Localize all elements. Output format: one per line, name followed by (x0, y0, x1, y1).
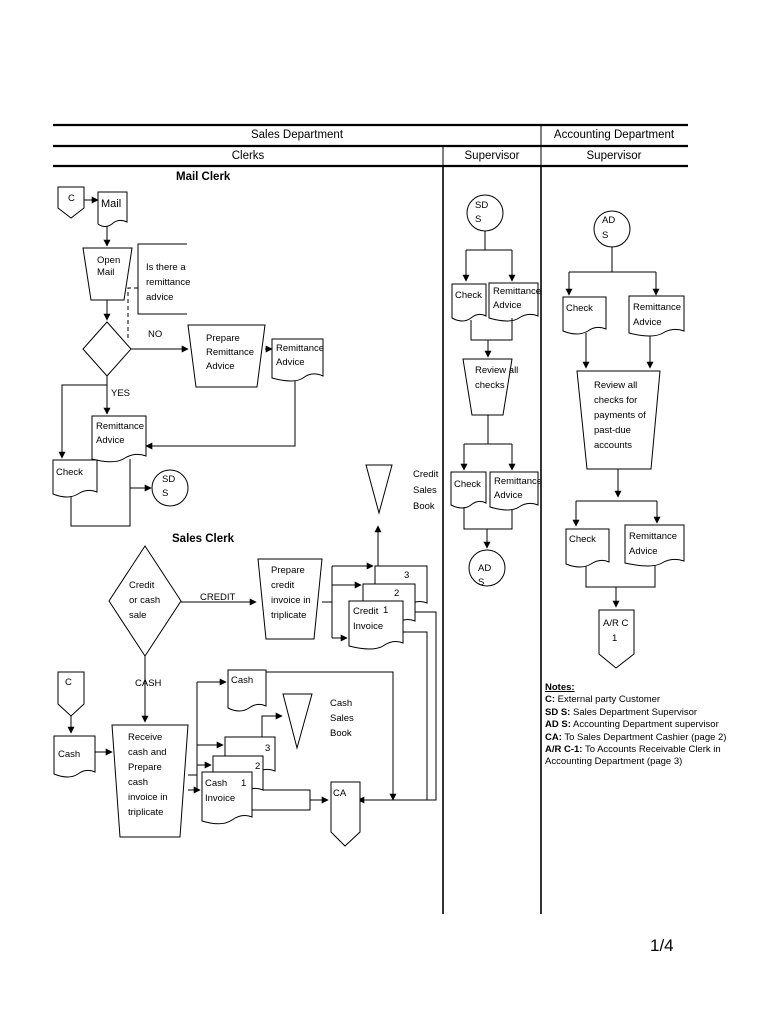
check-document-ads-out (565, 528, 610, 568)
remittance-advice-ads (628, 295, 685, 337)
receive-cash-operation (111, 724, 189, 838)
prepare-credit-invoice-operation (257, 558, 323, 640)
svg-text:3: 3 (404, 570, 409, 581)
svg-text:A/R C1: A/R C1 (603, 618, 628, 644)
sds-connector-mail (151, 469, 189, 507)
svg-text:C: C (65, 677, 72, 688)
connector-c-mail (57, 186, 85, 219)
svg-text:2: 2 (394, 588, 399, 599)
ca-connector (330, 781, 361, 847)
svg-text:Check: Check (56, 467, 83, 478)
cash-label: CASH (135, 678, 162, 689)
svg-text:C: C (68, 193, 75, 204)
sales-clerk-title: Sales Clerk (172, 533, 235, 545)
note-ca: CA: To Sales Department Cashier (page 2) (545, 731, 727, 743)
note-c: C: External party Customer (545, 694, 661, 706)
svg-text:1: 1 (383, 605, 388, 616)
header-accounting-supervisor: Supervisor (587, 150, 642, 162)
check-document-sds-out (450, 471, 487, 509)
svg-text:ADS: ADS (602, 215, 615, 241)
cash-invoice-copy-1 (201, 771, 253, 825)
connector-c-cash (57, 671, 85, 717)
review-checks-ads-operation (576, 370, 661, 470)
svg-text:2: 2 (255, 761, 260, 772)
cash-document-in (53, 735, 96, 778)
header-sales-department: Sales Department (251, 129, 344, 141)
svg-text:ADS: ADS (478, 563, 491, 588)
svg-text:Cash: Cash (231, 675, 253, 686)
remittance-advice-sds (488, 282, 539, 322)
remittance-decision (82, 321, 132, 377)
credit-invoice-copy-1 (348, 600, 404, 650)
check-document-ads (562, 296, 607, 335)
note-ads: AD S: Accounting Department supervisor (545, 719, 719, 731)
remittance-advice-document-prepared (271, 338, 324, 382)
remittance-advice-ads-out (624, 524, 685, 567)
svg-text:Check: Check (454, 479, 481, 490)
notes-heading: Notes: (545, 682, 575, 693)
note-sds: SD S: Sales Department Supervisor (545, 706, 698, 718)
svg-text:Check: Check (566, 303, 593, 314)
prepare-remittance-operation (187, 324, 266, 388)
no-label: NO (148, 329, 162, 340)
svg-text:CA: CA (333, 788, 347, 799)
credit-sales-book-file (365, 464, 393, 515)
remittance-advice-document (91, 415, 147, 463)
svg-text:1: 1 (241, 778, 246, 789)
header-clerks: Clerks (232, 150, 265, 162)
cash-sales-book-file (282, 693, 313, 750)
review-checks-sds-operation (462, 358, 513, 416)
svg-text:Cash: Cash (58, 749, 80, 760)
notes: Notes: C: External party Customer SD S: … (545, 682, 745, 769)
note-arc: A/R C-1: To Accounts Receivable Clerk in… (545, 744, 721, 768)
header-grid (53, 123, 688, 914)
svg-text:Mail: Mail (101, 198, 121, 210)
check-document-mail (52, 459, 98, 498)
cash-document-out (227, 669, 267, 712)
check-document-sds (451, 283, 487, 322)
yes-label: YES (111, 388, 130, 399)
header-sales-supervisor: Supervisor (465, 150, 520, 162)
mail-clerk-title: Mail Clerk (176, 171, 231, 183)
svg-text:3: 3 (265, 743, 270, 754)
svg-text:Check: Check (455, 290, 482, 301)
remittance-advice-sds-out (489, 471, 539, 511)
svg-text:SDS: SDS (162, 474, 175, 499)
page-number: 1/4 (650, 936, 674, 955)
open-mail-operation (82, 247, 133, 301)
credit-label: CREDIT (200, 592, 236, 603)
ads-connector-sds (468, 549, 506, 587)
svg-text:SDS: SDS (475, 200, 488, 225)
mail-document (97, 191, 128, 227)
header-accounting-department: Accounting Department (554, 129, 675, 141)
svg-text:Check: Check (569, 534, 596, 545)
arc-connector (598, 609, 635, 669)
